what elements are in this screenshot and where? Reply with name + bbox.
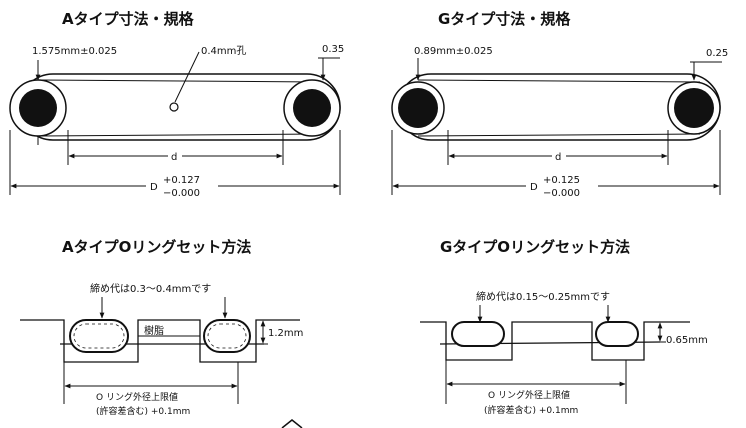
- g-D-tol-plus: +0.125: [543, 175, 580, 186]
- g-type-set-method-panel: GタイプOリングセット方法 締め代は0.15〜0.25mmです 0.65mm O…: [420, 238, 708, 417]
- bottom-chevron-icon: [281, 419, 303, 428]
- a-oring-right-inner: [207, 323, 247, 349]
- g-limit-label-bg: [480, 387, 610, 417]
- g-d-label-bg: [552, 148, 566, 162]
- g-D-symbol: D: [530, 182, 538, 193]
- a-type-set-method-panel: AタイプOリングセット方法 締め代は0.3〜0.4mmです 樹脂 1.2mm O…: [20, 238, 303, 417]
- a-set-title: AタイプOリングセット方法: [62, 238, 251, 256]
- a-d-label: d: [171, 152, 177, 163]
- a-oring-right: [203, 319, 251, 353]
- a-cross-section-right-core: [293, 89, 331, 127]
- a-ring-edge: [39, 79, 319, 83]
- a-limit-line2: (許容差含む) +0.1mm: [96, 405, 190, 417]
- a-hole-leader: [174, 51, 200, 103]
- g-groove-profile: [420, 321, 690, 361]
- a-limit-label-bg: [90, 389, 220, 417]
- a-height-label: 1.2mm: [268, 328, 303, 339]
- a-pin-hole: [169, 102, 179, 112]
- a-limit-line1: O リング外径上限値: [96, 391, 178, 403]
- g-set-title: GタイプOリングセット方法: [440, 238, 630, 256]
- g-d-label: d: [555, 152, 561, 163]
- g-crush-note: 締め代は0.15〜0.25mmです: [476, 290, 610, 303]
- g-limit-line2: (許容差含む) +0.1mm: [484, 404, 578, 416]
- g-height-label: 0.65mm: [666, 335, 708, 346]
- a-cross-section-dim: 1.575mm±0.025: [32, 46, 117, 57]
- a-spec-title: Aタイプ寸法・規格: [62, 10, 195, 28]
- a-hole-dim: 0.4mm孔: [201, 45, 246, 57]
- g-oring-right: [595, 321, 639, 347]
- a-cross-section-left-core: [19, 89, 57, 127]
- a-right-dim: 0.35: [322, 44, 344, 55]
- a-oring-left: [69, 319, 129, 353]
- a-D-tol-plus: +0.127: [163, 175, 200, 186]
- a-resin-label: 樹脂: [144, 324, 164, 337]
- g-cross-section-right-core: [674, 88, 714, 128]
- a-D-tol-minus: −0.000: [163, 188, 200, 199]
- a-D-symbol: D: [150, 182, 158, 193]
- g-limit-line1: O リング外径上限値: [488, 389, 570, 401]
- a-ring-edge: [39, 133, 319, 137]
- a-oring-left-inner: [73, 323, 125, 349]
- g-cross-section-left-core: [398, 88, 438, 128]
- g-right-dim: 0.25: [706, 48, 728, 59]
- g-cross-section-dim: 0.89mm±0.025: [414, 46, 493, 57]
- a-crush-note: 締め代は0.3〜0.4mmです: [90, 282, 211, 295]
- g-ring-edge: [417, 133, 701, 137]
- g-spec-title: Gタイプ寸法・規格: [438, 10, 571, 28]
- g-ring-edge: [417, 79, 701, 83]
- g-oring-left: [451, 321, 505, 347]
- a-D-label-bg: [146, 172, 218, 198]
- a-d-label-bg: [168, 148, 182, 162]
- g-type-dimension-panel: Gタイプ寸法・規格 0.89mm±0.025 0.25 d D +0.125 −…: [391, 10, 728, 199]
- a-type-dimension-panel: Aタイプ寸法・規格 1.575mm±0.025 0.4mm孔 0.35 d D …: [9, 10, 344, 199]
- a-groove-profile: [20, 319, 300, 363]
- g-D-label-bg: [526, 172, 598, 198]
- g-D-tol-minus: −0.000: [543, 188, 580, 199]
